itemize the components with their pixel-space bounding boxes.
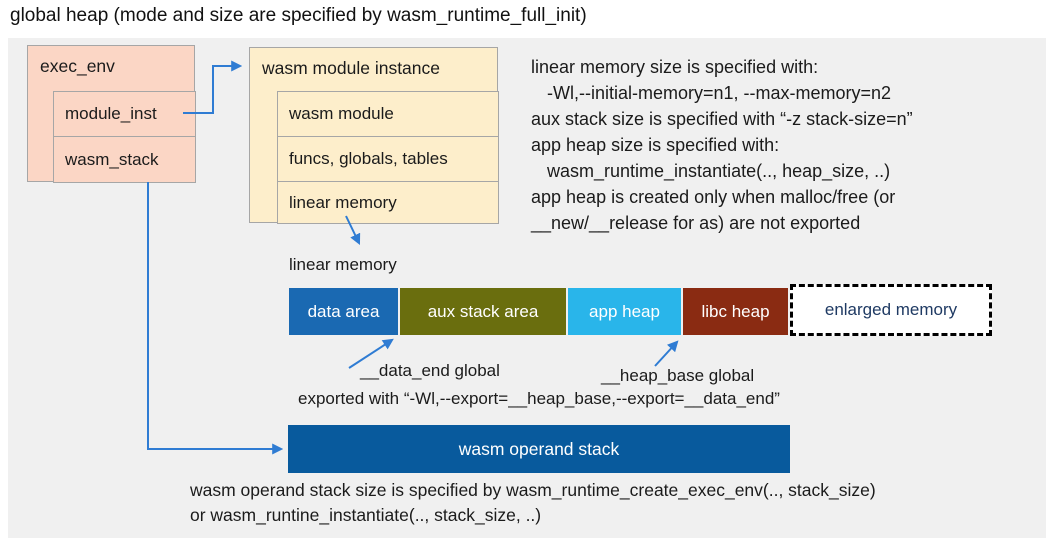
note-line: or wasm_runtine_instantiate(.., stack_si… <box>190 505 542 525</box>
export-note: exported with “-Wl,--export=__heap_base,… <box>298 389 780 408</box>
note-line: wasm_runtime_instantiate(.., heap_size, … <box>547 161 891 181</box>
data-end-global-label: __data_end global <box>360 361 500 380</box>
module-instance-row-funcs-globals-tables: funcs, globals, tables <box>277 136 499 182</box>
heap-base-global-label: __heap_base global <box>601 366 755 385</box>
note-line: app heap is created only when malloc/fre… <box>531 187 896 207</box>
linear-memory-notes: linear memory size is specified with: -W… <box>531 54 913 236</box>
segment-data-area: data area <box>289 288 398 335</box>
segment-libc-heap: libc heap <box>683 288 788 335</box>
diagram-title: global heap (mode and size are specified… <box>10 5 587 26</box>
note-line: linear memory size is specified with: <box>531 57 819 77</box>
note-line: app heap size is specified with: <box>531 135 780 155</box>
exec-env-box-title: exec_env <box>40 56 115 76</box>
module-instance-box-title: wasm module instance <box>262 58 440 78</box>
segment-app-heap: app heap <box>568 288 681 335</box>
operand-stack-notes: wasm operand stack size is specified by … <box>190 478 876 528</box>
module-instance-row-linear-memory: linear memory <box>277 181 499 224</box>
exec-env-box: exec_env module_inst wasm_stack <box>27 45 196 183</box>
note-line: -Wl,--initial-memory=n1, --max-memory=n2 <box>547 83 892 103</box>
note-line: aux stack size is specified with “-z sta… <box>531 109 913 129</box>
exec-env-row-module-inst: module_inst <box>53 91 196 137</box>
segment-enlarged-memory: enlarged memory <box>790 284 992 336</box>
note-line: wasm operand stack size is specified by … <box>190 480 876 500</box>
note-line: __new/__release for as) are not exported <box>531 213 861 233</box>
module-instance-row-wasm-module: wasm module <box>277 91 499 137</box>
segment-aux-stack-area: aux stack area <box>400 288 566 335</box>
module-instance-box: wasm module instance wasm module funcs, … <box>249 47 499 224</box>
linear-memory-label: linear memory <box>289 255 397 274</box>
exec-env-row-wasm-stack: wasm_stack <box>53 136 196 183</box>
wasm-operand-stack-bar: wasm operand stack <box>288 425 790 473</box>
